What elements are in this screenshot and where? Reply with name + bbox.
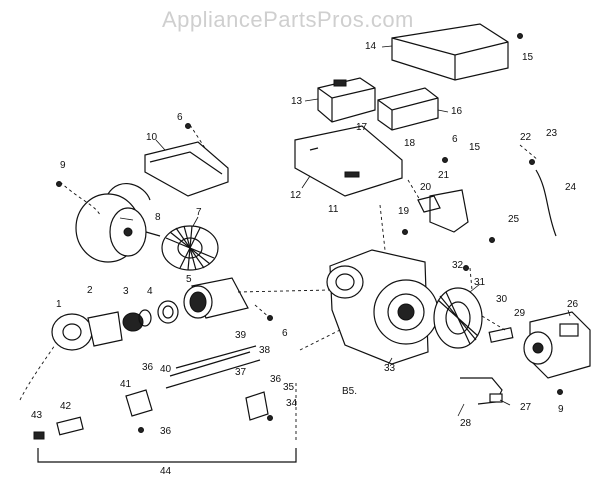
- callout-6-top: 6: [177, 112, 183, 123]
- watermark-logo: AppliancePartsPros.com: [162, 7, 414, 32]
- part-wiring-cover: [429, 189, 469, 233]
- callout-34: 34: [286, 398, 298, 409]
- callout-22: 22: [520, 132, 532, 143]
- callout-6-low: 6: [282, 328, 288, 339]
- callout-1: 1: [56, 299, 62, 310]
- callout-26: 26: [567, 299, 579, 310]
- part-mounting-plate: [294, 125, 403, 197]
- callout-32: 32: [452, 260, 464, 271]
- part-coupling: [122, 309, 152, 332]
- callout-13: 13: [291, 96, 303, 107]
- callout-36-a: 36: [142, 362, 154, 373]
- part-cad-cell-wire: [535, 169, 557, 237]
- leader-lines: [119, 45, 571, 417]
- part-air-band: [51, 313, 93, 351]
- part-primary-control: [377, 87, 439, 131]
- callout-25: 25: [508, 214, 520, 225]
- callout-33: 33: [384, 363, 396, 374]
- callout-17: 17: [356, 122, 368, 133]
- callout-3: 3: [123, 286, 129, 297]
- fastener-dots: [56, 33, 563, 433]
- part-blower-wheel: [161, 225, 219, 271]
- callout-6-mid: 6: [452, 134, 458, 145]
- part-shutter: [87, 311, 123, 347]
- part-electrode-assembly: [33, 345, 269, 440]
- part-motor: [75, 183, 161, 263]
- part-bracket: [417, 195, 441, 213]
- diagram-code: B5.: [342, 386, 357, 397]
- callout-5: 5: [186, 274, 192, 285]
- part-fan-cylinder: [183, 277, 249, 319]
- part-oil-line: [460, 377, 503, 405]
- callout-27: 27: [520, 402, 532, 413]
- callout-23: 23: [546, 128, 558, 139]
- callout-31: 31: [474, 277, 486, 288]
- callout-14: 14: [365, 41, 377, 52]
- part-oil-pump: [523, 311, 591, 379]
- callout-36-c: 36: [160, 426, 172, 437]
- callout-12: 12: [290, 190, 302, 201]
- group-bracket-44: [37, 448, 297, 463]
- callout-21: 21: [438, 170, 450, 181]
- callout-43: 43: [31, 410, 43, 421]
- part-pump-coupling: [488, 327, 514, 343]
- callout-15-mid: 15: [469, 142, 481, 153]
- callout-11: 11: [328, 204, 339, 215]
- part-housing-cover: [144, 141, 229, 197]
- callout-2: 2: [87, 285, 93, 296]
- callout-10: 10: [146, 132, 158, 143]
- part-cover-box: [391, 23, 509, 81]
- callout-labels: 14 15 13 16 6 10 17 18 6 22 23 15 9 21 2…: [31, 41, 579, 477]
- callout-15-top: 15: [522, 52, 534, 63]
- callout-30: 30: [496, 294, 508, 305]
- callout-8: 8: [155, 212, 161, 223]
- callout-29: 29: [514, 308, 526, 319]
- part-fan-wheel: [433, 287, 483, 349]
- callout-24: 24: [565, 182, 577, 193]
- callout-9-right: 9: [558, 404, 564, 415]
- assembly-lines: [19, 124, 539, 440]
- callout-18: 18: [404, 138, 416, 149]
- callout-7: 7: [196, 207, 202, 218]
- callout-19: 19: [398, 206, 410, 217]
- callout-20: 20: [420, 182, 432, 193]
- part-gasket: [157, 300, 179, 324]
- callout-44: 44: [160, 466, 172, 477]
- callout-16: 16: [451, 106, 463, 117]
- callout-38: 38: [259, 345, 271, 356]
- callout-37: 37: [235, 367, 247, 378]
- part-burner-housing: [326, 249, 439, 365]
- callout-40: 40: [160, 364, 172, 375]
- callout-35: 35: [283, 382, 295, 393]
- callout-28: 28: [460, 418, 472, 429]
- callout-9-left: 9: [60, 160, 66, 171]
- callout-42: 42: [60, 401, 72, 412]
- callout-36-b: 36: [270, 374, 282, 385]
- callout-4: 4: [147, 286, 153, 297]
- part-transformer: [317, 77, 376, 123]
- callout-41: 41: [120, 379, 132, 390]
- callout-39: 39: [235, 330, 247, 341]
